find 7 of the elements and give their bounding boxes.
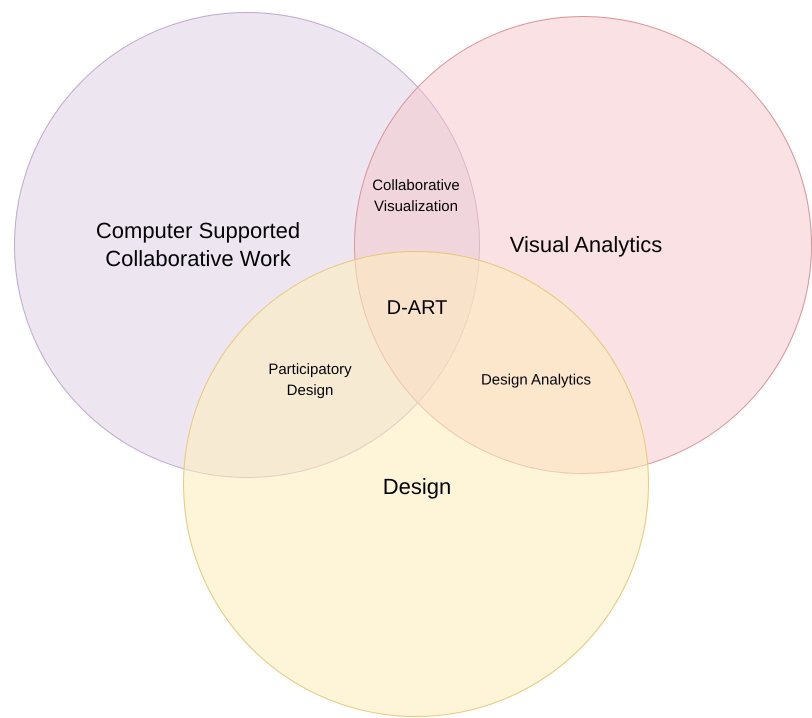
- circle-label: Computer Supported Collaborative Work: [94, 217, 302, 273]
- circle-label: Design: [382, 473, 452, 501]
- overlap-label: D-ART: [386, 296, 448, 321]
- circle-label: Visual Analytics: [508, 231, 664, 259]
- overlap-label: Design Analytics: [480, 370, 592, 390]
- overlap-label: Collaborative Visualization: [371, 176, 461, 217]
- overlap-label: Participatory Design: [267, 360, 353, 401]
